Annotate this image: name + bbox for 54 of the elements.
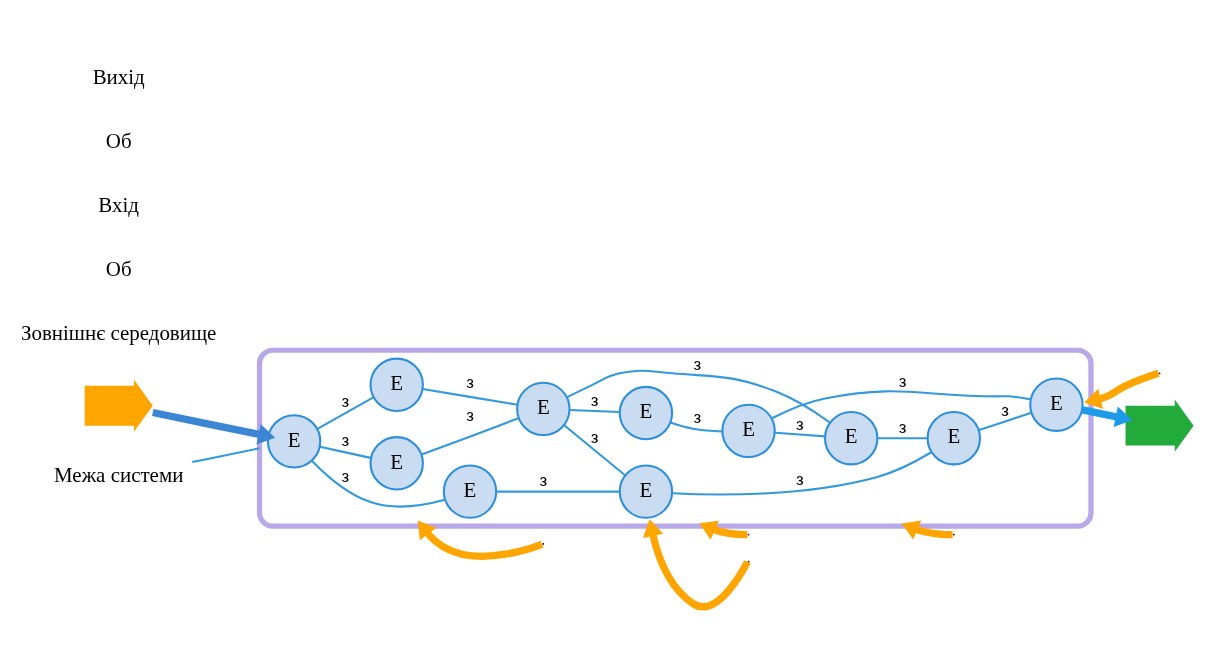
label: Вихід — [92, 64, 145, 89]
label: Об — [105, 256, 132, 281]
connector — [316, 395, 374, 430]
node-circle: Е — [618, 385, 674, 440]
edge-label: з — [898, 371, 907, 391]
connector — [978, 411, 1032, 431]
arrow — [1081, 405, 1133, 427]
edge-label: з — [341, 391, 350, 411]
edge-label: з — [590, 427, 599, 447]
edge-label: з — [693, 407, 702, 427]
arrow — [1084, 369, 1160, 409]
node-circle: Е — [1029, 376, 1084, 432]
node-circle: Е — [618, 463, 674, 519]
connector — [422, 387, 518, 406]
connector — [566, 369, 831, 423]
edge-label: з — [796, 414, 804, 434]
connector — [319, 445, 371, 459]
node-arrow — [1125, 398, 1194, 452]
node-circle: Е — [823, 410, 879, 465]
edge-label: з — [466, 405, 474, 425]
connector — [877, 436, 928, 439]
node-circle: Е — [369, 357, 424, 412]
connector — [670, 421, 723, 432]
connector — [672, 450, 932, 496]
node-circle: Е — [266, 413, 322, 469]
node-circle: Е — [369, 435, 424, 491]
label: Об — [105, 128, 132, 153]
node-text: Межа системи — [54, 462, 184, 487]
connector — [192, 446, 260, 463]
connector — [569, 408, 620, 413]
arrow — [417, 520, 544, 560]
connector — [496, 490, 620, 493]
edge-label: з — [693, 354, 702, 374]
node-circle: Е — [721, 403, 776, 458]
edge-label: з — [466, 372, 474, 392]
edge-label: з — [1001, 400, 1009, 420]
node-circle: Е — [516, 381, 571, 436]
node-arrow — [84, 379, 153, 432]
edge-label: з — [590, 390, 599, 410]
edge-label: з — [341, 430, 350, 450]
arrow — [152, 408, 276, 444]
edge-label: з — [898, 417, 907, 437]
connector — [563, 423, 626, 476]
connector — [771, 389, 1031, 419]
connector — [421, 416, 519, 456]
node-circle: Е — [926, 410, 981, 465]
label: Вхід — [98, 192, 140, 217]
edge-label: з — [341, 466, 350, 486]
node-circle: Е — [442, 463, 498, 519]
edge-label: з — [539, 470, 548, 490]
label: Зовнішнє середовище — [21, 320, 217, 345]
edge-label: з — [796, 469, 804, 489]
connector — [311, 459, 446, 508]
connector — [774, 431, 825, 437]
